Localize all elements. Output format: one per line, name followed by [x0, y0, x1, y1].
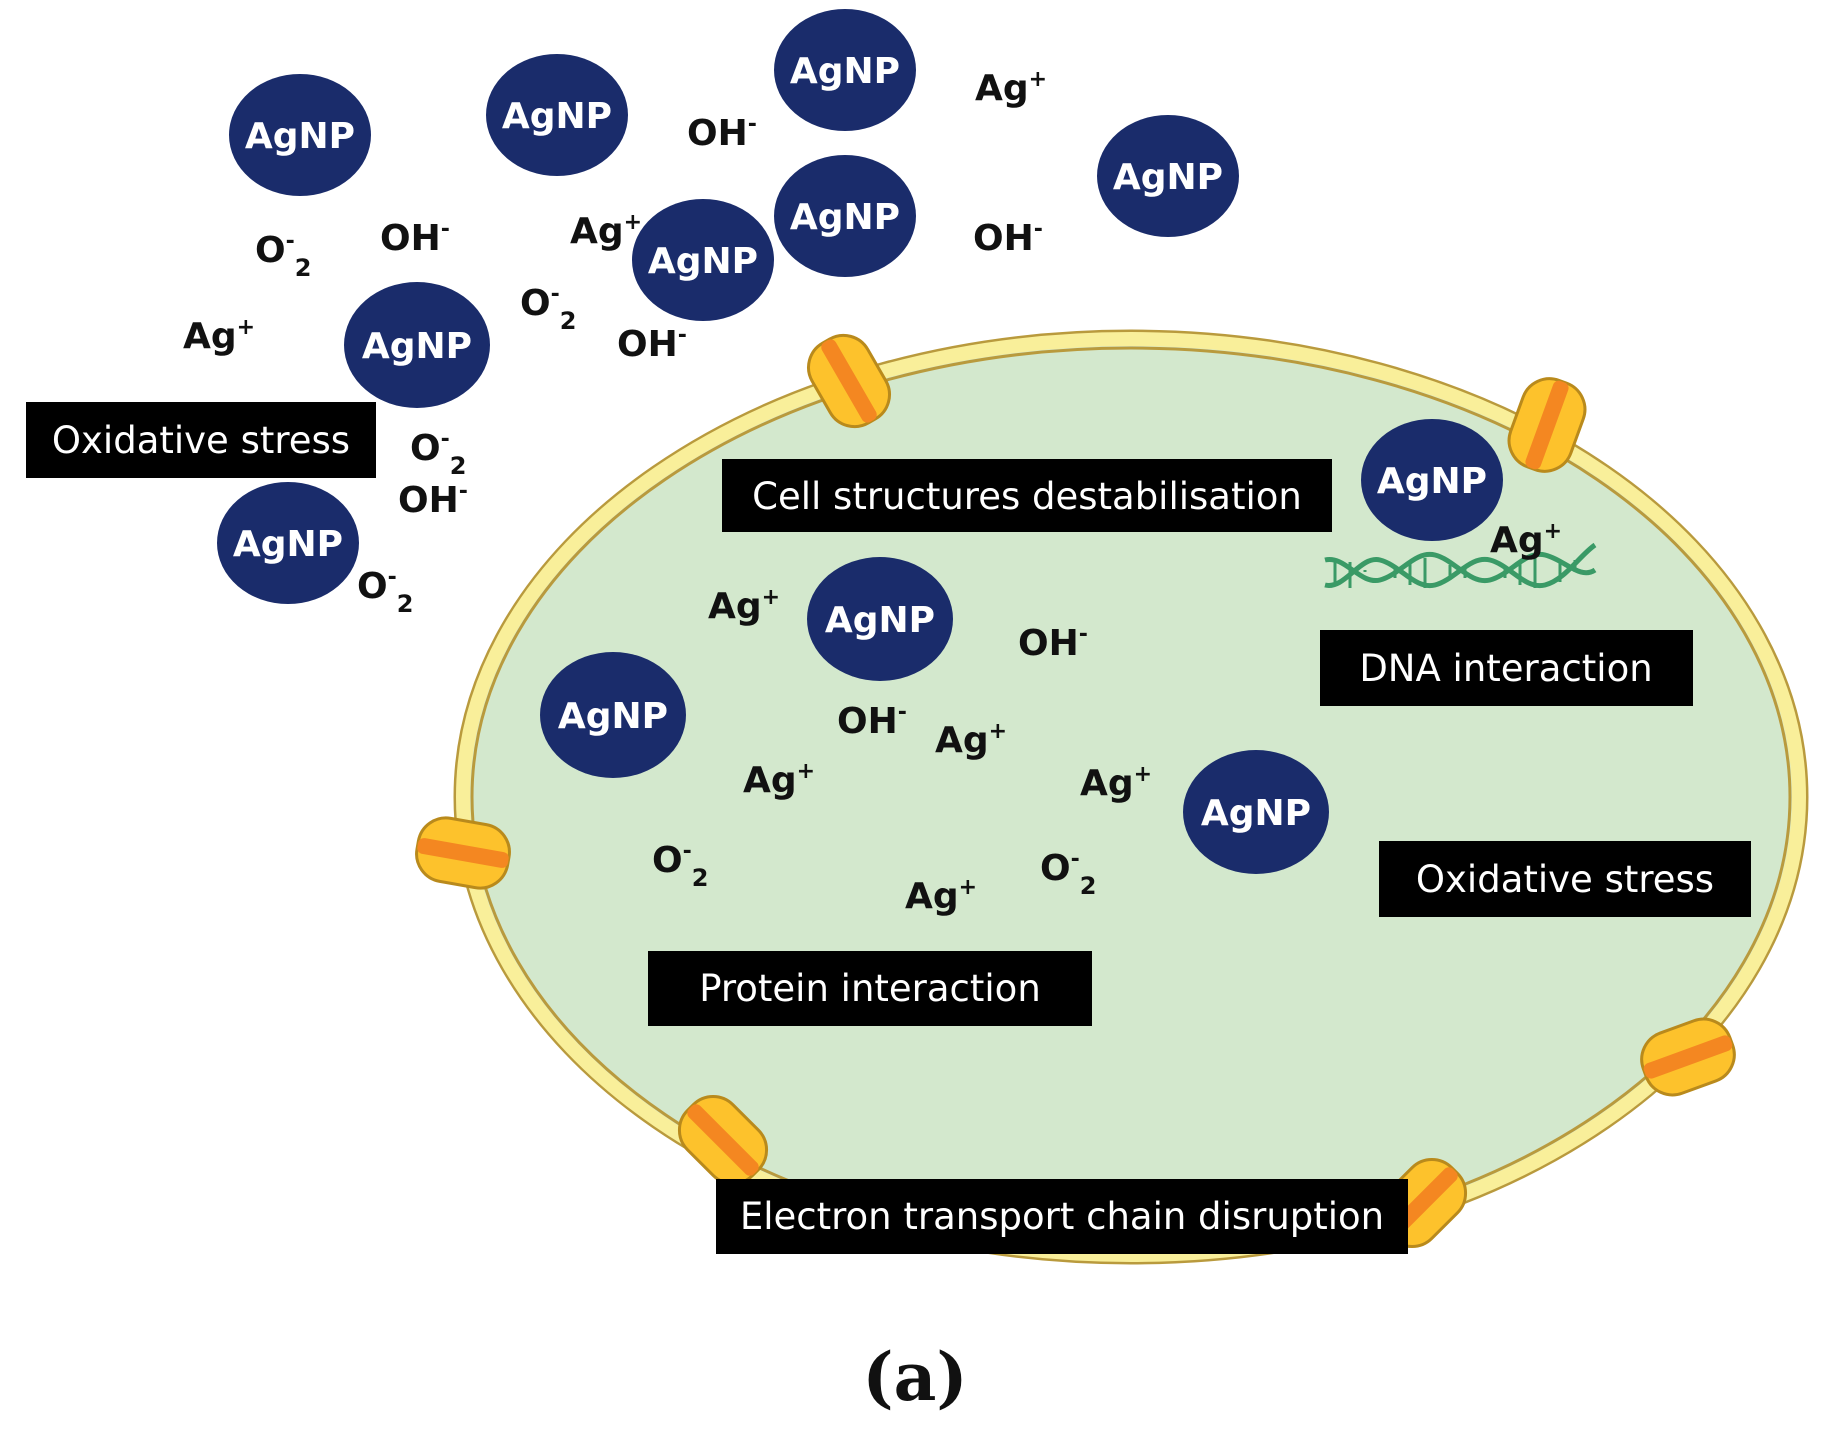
- nanoparticle-label: AgNP: [825, 600, 935, 641]
- nanoparticle-label: AgNP: [648, 241, 758, 282]
- silver-ion: Ag+: [708, 585, 780, 627]
- membrane-channel-3: [415, 816, 511, 890]
- superoxide-ion: O-2: [520, 282, 576, 335]
- label-oxidative-stress-inside: Oxidative stress: [1379, 841, 1751, 917]
- nanoparticle: AgNP: [344, 282, 490, 408]
- superoxide-ion: O-2: [357, 565, 413, 618]
- nanoparticle: AgNP: [807, 557, 953, 681]
- nanoparticle: AgNP: [774, 9, 916, 131]
- label-electron-transport-chain-disruption: Electron transport chain disruption: [716, 1179, 1408, 1254]
- nanoparticle-label: AgNP: [1113, 157, 1223, 198]
- nanoparticle: AgNP: [486, 54, 628, 176]
- label-protein-interaction: Protein interaction: [648, 951, 1092, 1026]
- silver-ion: Ag+: [905, 875, 977, 917]
- figure-caption: (a): [862, 1338, 967, 1416]
- silver-ion: Ag+: [1080, 762, 1152, 804]
- label-cell-structures-destabilisation: Cell structures destabilisation: [722, 459, 1332, 532]
- nanoparticle-label: AgNP: [1201, 793, 1311, 834]
- nanoparticle: AgNP: [540, 652, 686, 778]
- nanoparticle: AgNP: [217, 482, 359, 604]
- membrane-channel-4: [1640, 1017, 1736, 1097]
- nanoparticle-label: AgNP: [233, 524, 343, 565]
- hydroxide-ion: OH-: [1018, 622, 1088, 664]
- nanoparticle: AgNP: [774, 155, 916, 277]
- nanoparticle: AgNP: [632, 199, 774, 321]
- nanoparticle-label: AgNP: [790, 197, 900, 238]
- silver-ion: Ag+: [1490, 519, 1562, 561]
- superoxide-ion: O-2: [1040, 847, 1096, 900]
- dna-helix-icon: [1324, 542, 1597, 589]
- nanoparticle-label: AgNP: [558, 696, 668, 737]
- membrane-channel-2: [1507, 377, 1587, 473]
- svg-text:Electron transport chain disru: Electron transport chain disruption: [740, 1195, 1384, 1238]
- svg-text:Oxidative stress: Oxidative stress: [1416, 858, 1714, 901]
- hydroxide-ion: OH-: [687, 112, 757, 154]
- nanoparticle-label: AgNP: [502, 96, 612, 137]
- hydroxide-ion: OH-: [398, 479, 468, 521]
- label-oxidative-stress-outside: Oxidative stress: [26, 402, 376, 478]
- svg-text:Protein interaction: Protein interaction: [699, 967, 1041, 1010]
- silver-ion: Ag+: [183, 315, 255, 357]
- hydroxide-ion: OH-: [837, 700, 907, 742]
- membrane-channel-5: [677, 1094, 769, 1186]
- nanoparticle: AgNP: [1183, 750, 1329, 874]
- nanoparticle-label: AgNP: [362, 326, 472, 367]
- membrane-channel-1: [807, 333, 891, 429]
- svg-text:Cell structures destabilisatio: Cell structures destabilisation: [752, 475, 1302, 518]
- svg-text:DNA interaction: DNA interaction: [1359, 647, 1652, 690]
- superoxide-ion: O-2: [255, 229, 311, 282]
- superoxide-ion: O-2: [652, 839, 708, 892]
- nanoparticle-label: AgNP: [790, 51, 900, 92]
- silver-ion: Ag+: [743, 759, 815, 801]
- hydroxide-ion: OH-: [380, 217, 450, 259]
- silver-ion: Ag+: [975, 67, 1047, 109]
- nanoparticle: AgNP: [229, 74, 371, 196]
- nanoparticle: AgNP: [1097, 115, 1239, 237]
- hydroxide-ion: OH-: [973, 217, 1043, 259]
- silver-ion: Ag+: [935, 719, 1007, 761]
- superoxide-ion: O-2: [410, 427, 466, 480]
- nanoparticle-label: AgNP: [1377, 461, 1487, 502]
- label-dna-interaction: DNA interaction: [1320, 630, 1693, 706]
- nanoparticle-label: AgNP: [245, 116, 355, 157]
- svg-text:Oxidative stress: Oxidative stress: [52, 419, 350, 462]
- silver-ion: Ag+: [570, 210, 642, 252]
- nanoparticle: AgNP: [1361, 419, 1503, 541]
- hydroxide-ion: OH-: [617, 323, 687, 365]
- cell-membrane: [456, 332, 1806, 1262]
